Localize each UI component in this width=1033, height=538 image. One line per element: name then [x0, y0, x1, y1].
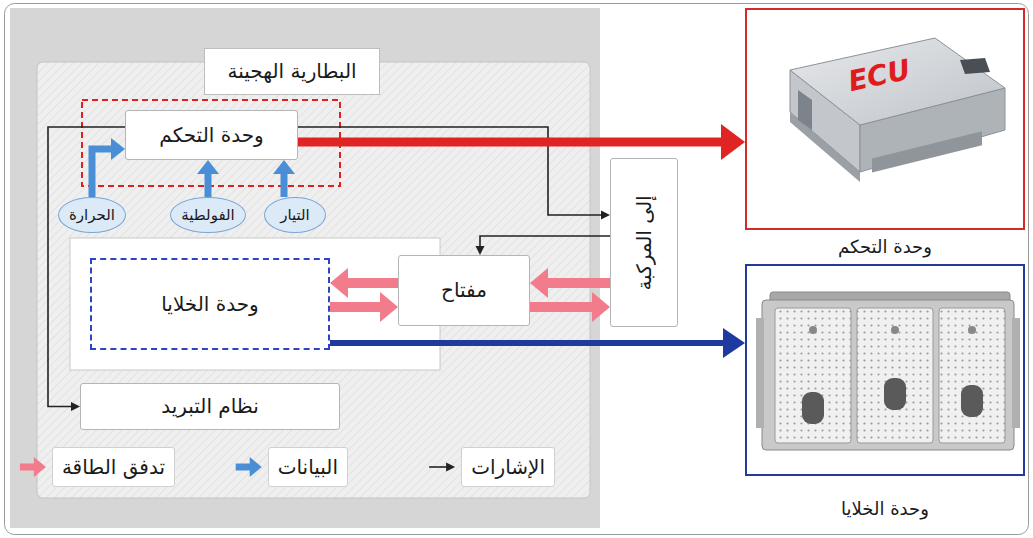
power-connector [330, 292, 398, 322]
box-label: مفتاح [441, 278, 487, 303]
legend-sample-line [429, 466, 447, 468]
power-connector [330, 328, 745, 358]
cell-module-box: وحدة الخلايا [90, 258, 330, 350]
connector-line [330, 340, 724, 346]
connector-line [281, 173, 288, 197]
box-label: وحدة التحكم [159, 123, 263, 148]
arrow-head [530, 268, 548, 298]
power-connector [530, 268, 610, 298]
arrow-head [723, 328, 745, 358]
cooling-box: نظام التبريد [80, 383, 340, 430]
photo-node: وحدة الخلايا [745, 264, 1025, 528]
connector-line [480, 236, 610, 247]
arrow-head [476, 246, 485, 255]
legend-item: الإشارات [461, 447, 555, 487]
arrow-head [111, 138, 125, 160]
connector-line [330, 302, 381, 312]
connector-line [347, 278, 398, 288]
connector-line [298, 138, 722, 147]
outer-border [5, 4, 1029, 535]
legend-sample-line [236, 464, 251, 471]
sensor-circle: الحرارة [58, 197, 126, 233]
legend-item: تدفق الطاقة [52, 447, 175, 487]
legend-label: البيانات [278, 455, 338, 480]
sensor-label: الحرارة [69, 206, 115, 225]
sensor-label: التيار [280, 206, 310, 225]
photo-caption: وحدة التحكم [745, 236, 1025, 259]
arrow-head [446, 463, 455, 472]
legend-item: البيانات [268, 447, 348, 487]
switch-box: مفتاح [398, 255, 530, 326]
panel-heading: البطارية الهجينة [204, 48, 379, 95]
legend-sample [236, 457, 262, 477]
battery-ground [10, 8, 600, 528]
legend-label: الإشارات [471, 455, 545, 480]
box-label: وحدة الخلايا [161, 292, 259, 317]
photo-node: وحدة التحكم [745, 8, 1025, 264]
arrow-head [250, 457, 262, 477]
box-label: إلى المركبة [632, 195, 657, 290]
connector-line [530, 302, 593, 312]
photo-frame [745, 8, 1025, 230]
arrow-head [592, 292, 610, 322]
arrow-head [601, 211, 610, 220]
cell-container [70, 238, 440, 370]
ecu-illustration [790, 38, 1005, 182]
control-box: وحدة التحكم [125, 110, 298, 160]
arrow-head [197, 160, 219, 174]
connector-line [92, 149, 112, 197]
arrow-head [330, 268, 348, 298]
arrow-head [273, 160, 295, 174]
cell-module-illustration [756, 292, 1020, 450]
arrow-head [380, 292, 398, 322]
signal-connector [48, 127, 125, 411]
data-connector [273, 160, 295, 197]
arrow-head [721, 124, 745, 160]
power-connector [530, 292, 610, 322]
photo-caption: وحدة الخلايا [745, 498, 1025, 521]
connector-line [205, 173, 212, 197]
legend-sample-line [20, 464, 35, 471]
legend-label: تدفق الطاقة [62, 455, 165, 480]
sensor-circle: التيار [264, 197, 326, 233]
power-connector [298, 124, 745, 160]
arrow-head [71, 402, 80, 411]
legend-sample [429, 463, 455, 472]
data-connector [92, 138, 125, 197]
power-connector [330, 268, 398, 298]
signal-connector [476, 236, 611, 255]
photo-frame [745, 264, 1025, 476]
sensor-label: الفولطية [181, 206, 235, 225]
connector-line [547, 278, 610, 288]
ecu-logo-text: ECU [845, 52, 913, 99]
sensor-circle: الفولطية [170, 197, 246, 233]
arrow-head [34, 457, 46, 477]
legend-sample [20, 457, 46, 477]
data-connector [197, 160, 219, 197]
box-label: نظام التبريد [161, 394, 259, 419]
vehicle-box: إلى المركبة [610, 158, 678, 327]
connector-line [48, 127, 125, 407]
